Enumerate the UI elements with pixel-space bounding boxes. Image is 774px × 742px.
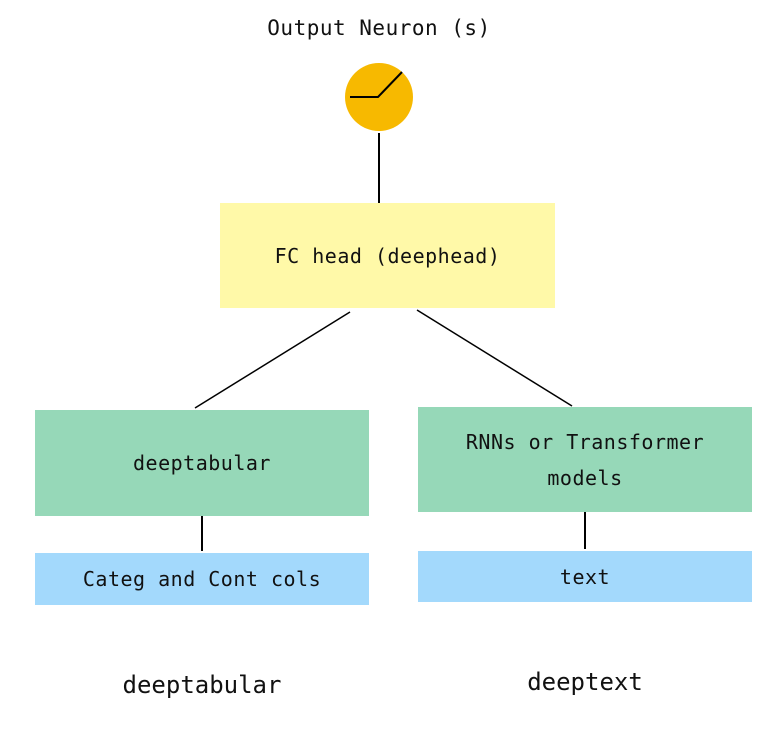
deeptabular-input-label: Categ and Cont cols: [82, 567, 322, 591]
relu-activation-icon: [350, 71, 403, 98]
deeptext-input-label: text: [559, 564, 611, 589]
deeptabular-model-label: deeptabular: [133, 451, 271, 475]
deeptabular-input-box: Categ and Cont cols: [35, 553, 369, 605]
diagram-title: Output Neuron (s): [267, 16, 491, 40]
deeptext-model-box: RNNs or Transformer models: [418, 407, 752, 512]
connector-head-to-deeptabular: [194, 311, 351, 409]
deeptext-input-box: text: [418, 551, 752, 602]
deeptext-model-label-line-1: RNNs or Transformer: [465, 429, 705, 454]
deeptext-caption: deeptext: [527, 668, 643, 696]
deeptabular-caption: deeptabular: [122, 671, 282, 699]
deeptext-model-label-line-2: models: [547, 465, 623, 490]
output-neuron: [345, 63, 413, 131]
fc-head-label: FC head (deephead): [274, 243, 501, 268]
deeptabular-model-box: deeptabular: [35, 410, 369, 516]
output-neuron-circle: [345, 63, 413, 131]
fc-head-box: FC head (deephead): [220, 203, 555, 308]
connector-head-to-deeptext: [416, 309, 573, 407]
